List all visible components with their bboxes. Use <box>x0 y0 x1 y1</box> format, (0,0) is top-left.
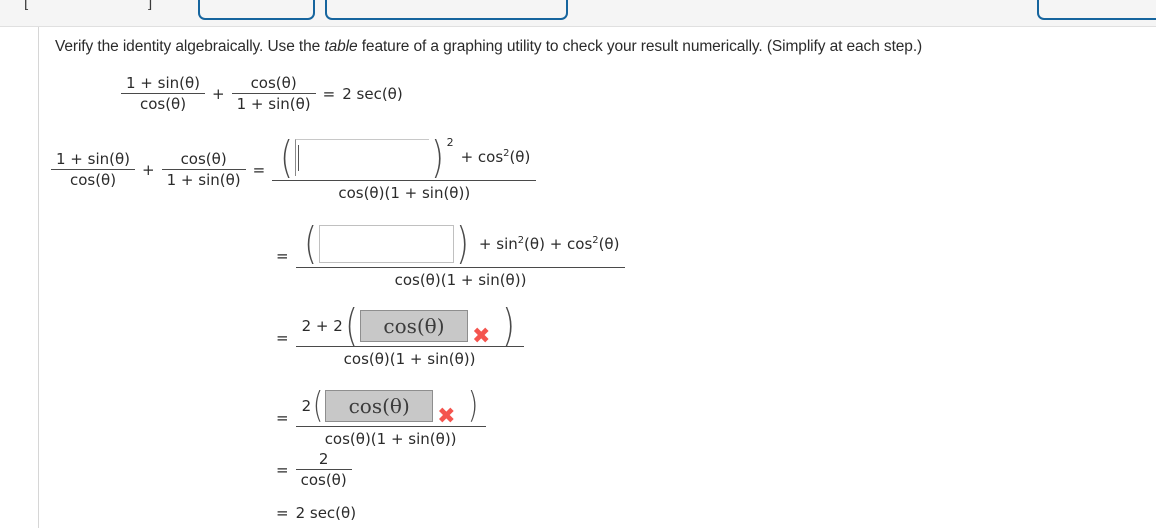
step-1-tail: + cos2(θ) <box>460 148 531 166</box>
step-6-row: = 2 sec(θ) <box>269 506 356 521</box>
step-5-denominator: cos(θ) <box>295 469 352 488</box>
step-2-numerator: ( ) + sin2(θ) + cos2(θ) <box>296 218 626 270</box>
step-2-tail-exponent: 2 <box>517 234 525 246</box>
step-3-answer-input[interactable]: cos(θ) <box>359 310 468 342</box>
step-4-prefix: 2 <box>301 396 312 415</box>
prompt-text-before: Verify the identity algebraically. Use t… <box>55 38 325 55</box>
identity-term-2: cos(θ) 1 + sin(θ) <box>231 74 316 112</box>
step-2-close-paren: ) <box>455 218 469 270</box>
identity-term-1-numerator: 1 + sin(θ) <box>126 74 201 92</box>
step-1-left-term-1-numerator: 1 + sin(θ) <box>56 150 131 168</box>
step-3-incorrect-icon: ✖ <box>471 324 491 349</box>
step-1-fraction: ( ) 2 + cos2(θ) cos(θ)(1 + sin(θ)) <box>272 131 537 201</box>
step-2-equals: = <box>276 247 289 265</box>
step-4-equals: = <box>276 409 289 427</box>
toolbar-button-1[interactable] <box>198 0 315 20</box>
step-2-denominator: cos(θ)(1 + sin(θ)) <box>295 267 626 288</box>
toolbar-button-2[interactable] <box>325 0 568 20</box>
step-4-denominator: cos(θ)(1 + sin(θ)) <box>295 426 486 447</box>
step-5-equals: = <box>276 460 289 479</box>
prompt-text-after: feature of a graphing utility to check y… <box>357 38 923 55</box>
clipped-glyph-right: ] <box>148 0 153 11</box>
identity-term-1: 1 + sin(θ) cos(θ) <box>121 74 206 112</box>
step-2-tail-arg: (θ) <box>524 234 545 253</box>
step-2-tail2-exponent: 2 <box>592 234 599 246</box>
step-2-tail2-text: + cos <box>544 234 593 253</box>
step-4-fraction: 2 ( cos(θ) ✖ ) cos(θ)(1 + sin(θ)) <box>295 385 486 447</box>
problem-content: Verify the identity algebraically. Use t… <box>39 27 1156 528</box>
step-2-fraction: ( ) + sin2(θ) + cos2(θ) cos(θ)(1 + sin(θ… <box>295 218 626 288</box>
step-3-close-paren: ) <box>502 300 516 352</box>
step-3-fraction: 2 + 2 ( cos(θ) ✖ ) cos(θ)(1 + sin(θ)) <box>295 300 524 367</box>
step-3-equals: = <box>276 329 289 347</box>
step-1-left-term-1-denominator: cos(θ) <box>51 169 136 188</box>
step-5-fraction: 2 cos(θ) <box>295 450 352 488</box>
step-4-answer-input[interactable]: cos(θ) <box>325 390 434 422</box>
step-1-row: 1 + sin(θ) cos(θ) + cos(θ) 1 + sin(θ) = … <box>51 131 537 201</box>
step-1-left-term-2: cos(θ) 1 + sin(θ) <box>161 150 246 188</box>
step-2-row: = ( ) + sin2(θ) + cos2(θ) cos(θ)(1 + sin… <box>269 218 626 288</box>
step-5-row: = 2 cos(θ) <box>269 452 352 488</box>
toolbar-button-3[interactable] <box>1037 0 1156 20</box>
step-1-answer-input[interactable] <box>295 139 430 176</box>
step-1-close-paren: ) <box>431 131 445 183</box>
step-6-result: 2 sec(θ) <box>295 504 357 522</box>
step-4-close-paren: ) <box>467 385 478 427</box>
step-6-equals: = <box>276 504 289 522</box>
step-2-tail-text: + sin <box>478 234 518 253</box>
identity-term-2-denominator: 1 + sin(θ) <box>231 93 316 112</box>
step-1-open-paren: ( <box>280 131 294 183</box>
step-1-left-term-1: 1 + sin(θ) cos(θ) <box>51 150 136 188</box>
identity-plus: + <box>212 84 225 103</box>
step-1-tail-text: + cos <box>460 148 504 166</box>
top-toolbar: [ ] <box>0 0 1156 27</box>
step-4-row: = 2 ( cos(θ) ✖ ) cos(θ)(1 + sin(θ)) <box>269 385 486 447</box>
step-3-numerator: 2 + 2 ( cos(θ) ✖ ) <box>296 300 524 352</box>
step-3-row: = 2 + 2 ( cos(θ) ✖ ) cos(θ)(1 + sin(θ)) <box>269 300 524 367</box>
step-1-tail-exponent: 2 <box>503 148 510 159</box>
step-1-equals: = <box>252 160 266 179</box>
step-5-numerator: 2 <box>318 450 329 468</box>
left-rail-divider <box>0 27 39 528</box>
step-1-numerator: ( ) 2 + cos2(θ) <box>272 131 536 183</box>
step-1-left-term-2-numerator: cos(θ) <box>180 150 227 168</box>
identity-equals: = <box>322 84 336 103</box>
step-2-answer-input[interactable] <box>318 225 454 263</box>
problem-prompt: Verify the identity algebraically. Use t… <box>55 38 922 56</box>
step-2-tail: + sin2(θ) + cos2(θ) <box>478 234 620 253</box>
identity-right-side: 2 sec(θ) <box>342 84 403 103</box>
step-1-tail-arg: (θ) <box>509 148 531 166</box>
prompt-italic-word: table <box>324 38 358 55</box>
given-identity: 1 + sin(θ) cos(θ) + cos(θ) 1 + sin(θ) = … <box>121 76 403 112</box>
step-4-numerator: 2 ( cos(θ) ✖ ) <box>296 385 486 429</box>
step-4-incorrect-icon: ✖ <box>437 404 456 429</box>
step-3-prefix: 2 + 2 <box>301 316 343 335</box>
step-2-open-paren: ( <box>303 218 317 270</box>
step-2-tail2-arg: (θ) <box>598 234 620 253</box>
step-3-open-paren: ( <box>344 300 358 352</box>
step-1-denominator: cos(θ)(1 + sin(θ)) <box>272 180 537 201</box>
clipped-glyph-left: [ <box>24 0 29 11</box>
step-1-left-plus: + <box>142 160 155 179</box>
step-1-exponent: 2 <box>446 136 454 149</box>
step-4-open-paren: ( <box>312 385 324 427</box>
step-1-left-term-2-denominator: 1 + sin(θ) <box>161 169 246 188</box>
step-3-denominator: cos(θ)(1 + sin(θ)) <box>295 346 524 367</box>
identity-term-1-denominator: cos(θ) <box>121 93 206 112</box>
identity-term-2-numerator: cos(θ) <box>250 74 297 92</box>
